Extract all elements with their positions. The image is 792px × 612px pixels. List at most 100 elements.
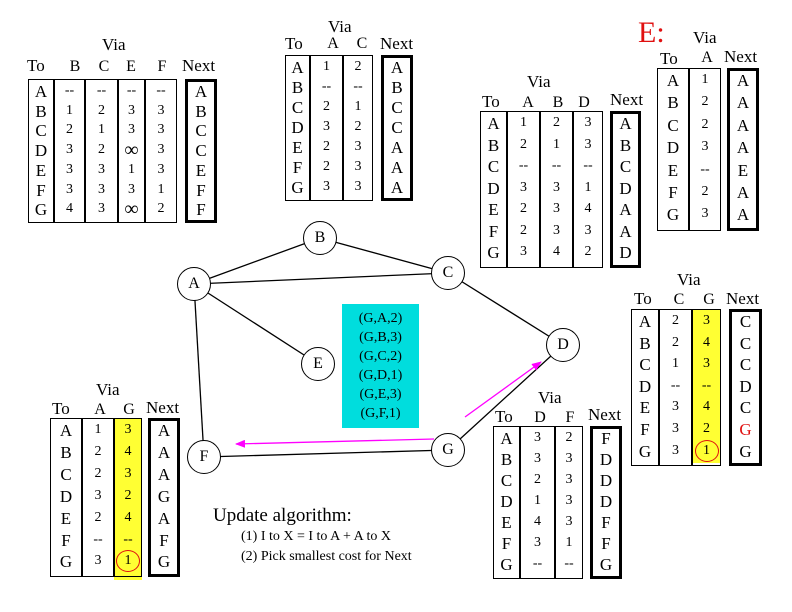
to-cell: F [488, 221, 499, 241]
cost-cell: 3 [98, 181, 105, 197]
via-header: C [673, 291, 685, 308]
cost-cell: -- [551, 158, 562, 173]
cost-cell: 4 [703, 334, 710, 350]
to-cell: A [500, 429, 513, 448]
next-column [590, 426, 622, 579]
next-cell: A [390, 158, 404, 177]
cost-cell: 2 [323, 99, 330, 114]
cost-cell: 3 [703, 356, 710, 372]
cost-cell: 3 [703, 313, 710, 328]
cost-cell: ∞ [124, 139, 139, 162]
next-cell: C [391, 118, 403, 137]
to-cell: D [638, 376, 652, 396]
via-label: Via [328, 17, 352, 36]
to-cell: C [487, 157, 500, 176]
cost-cell: 1 [323, 59, 330, 74]
cost-cell: 3 [323, 119, 330, 134]
to-cell: F [501, 534, 512, 553]
cost-cell: 1 [565, 535, 573, 550]
next-label: Next [380, 34, 414, 53]
cost-cell: 1 [672, 356, 679, 372]
cost-cell: 2 [124, 487, 132, 503]
cost-cell: 1 [94, 422, 102, 437]
cost-cell: 1 [584, 179, 592, 195]
arrow-g-to-f [235, 438, 435, 448]
next-cell: F [601, 513, 611, 532]
to-cell: A [291, 58, 304, 77]
cost-cell: 2 [520, 136, 527, 152]
cost-cell: -- [701, 377, 712, 393]
next-cell: F [196, 180, 206, 200]
node-d: D [546, 328, 580, 362]
to-cell: B [500, 450, 513, 469]
next-cell: A [736, 71, 750, 90]
cost-cell: 3 [66, 181, 73, 197]
cost-cell: 3 [584, 222, 592, 238]
cost-cell: 2 [94, 443, 102, 459]
to-cell: A [59, 421, 73, 440]
cost-cell: -- [532, 556, 543, 571]
via-column [343, 55, 373, 201]
next-column [729, 309, 762, 467]
cost-cell: 2 [94, 509, 102, 525]
next-cell: A [157, 508, 171, 528]
cost-cell: 3 [672, 399, 679, 415]
cost-cell: 3 [157, 102, 165, 118]
via-header: A [94, 401, 106, 418]
to-column [631, 309, 659, 467]
next-cell: A [619, 114, 632, 133]
cost-cell: 4 [553, 244, 560, 259]
cost-cell: 2 [520, 201, 527, 216]
cost-cell: 3 [66, 161, 73, 177]
next-cell: D [619, 243, 632, 262]
via-column [573, 111, 603, 268]
cost-cell: 2 [323, 159, 330, 174]
node-a: A [177, 267, 211, 301]
cost-cell: 2 [584, 244, 592, 259]
next-cell: G [157, 552, 171, 572]
to-cell: G [487, 243, 500, 262]
next-cell: F [196, 200, 206, 220]
cost-cell: 2 [701, 116, 709, 132]
next-cell: F [601, 534, 611, 553]
cost-cell: -- [518, 158, 529, 173]
node-e: E [301, 347, 335, 381]
cost-cell: 2 [354, 119, 362, 134]
cost-cell: 3 [565, 493, 573, 508]
to-label: To [27, 56, 45, 75]
edge-c-d [447, 272, 564, 346]
to-cell: A [666, 71, 680, 90]
cost-cell: 2 [157, 201, 165, 217]
to-cell: D [500, 492, 513, 511]
next-cell: C [619, 157, 632, 176]
to-cell: E [639, 398, 651, 418]
to-cell: C [291, 98, 304, 117]
via-header: E [126, 58, 136, 75]
next-cell: A [736, 93, 750, 113]
next-label: Next [726, 289, 760, 308]
cost-cell: -- [126, 83, 137, 98]
to-cell: A [34, 82, 48, 101]
cost-cell: 2 [701, 94, 709, 110]
cost-cell: 3 [584, 115, 592, 130]
next-cell: C [739, 355, 752, 375]
cost-cell: -- [96, 83, 107, 98]
edge-a-b [193, 237, 321, 285]
cost-cell: -- [670, 377, 681, 393]
cost-cell: 3 [354, 139, 362, 154]
via-column [310, 55, 343, 201]
to-label: To [634, 289, 652, 308]
to-cell: C [60, 464, 72, 484]
next-cell: C [195, 121, 207, 141]
cost-cell: 1 [520, 115, 527, 130]
cost-cell: 4 [703, 399, 710, 415]
next-cell: A [736, 183, 750, 202]
to-cell: E [501, 513, 512, 532]
edge-b-c [319, 237, 449, 274]
via-column [555, 426, 583, 579]
cost-cell: 1 [66, 102, 73, 118]
to-cell: G [638, 441, 652, 461]
via-column [114, 418, 142, 578]
to-column [50, 418, 82, 578]
